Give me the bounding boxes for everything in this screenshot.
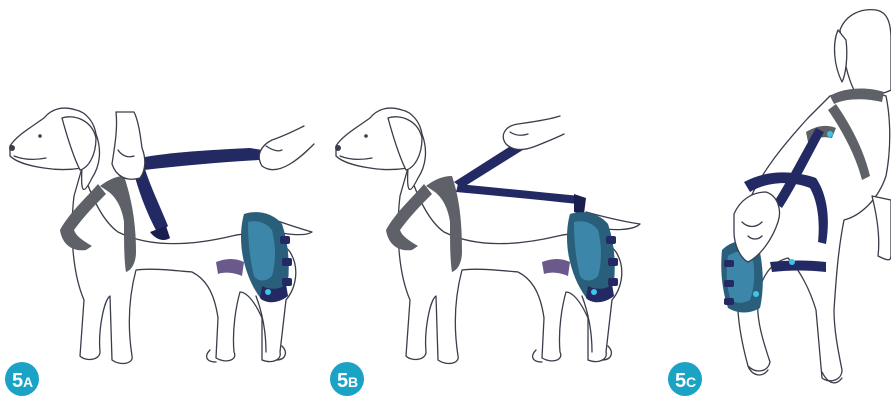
step-letter-5c: C (686, 374, 696, 390)
panel-5b: 5 B (330, 108, 640, 396)
panel-5c: 5 C (668, 10, 891, 396)
step-number-5a: 5 (12, 370, 23, 392)
hand-5b (503, 116, 564, 150)
step-badge-5c: 5 C (668, 362, 702, 396)
step-number-5c: 5 (675, 370, 686, 392)
step-badge-5a: 5 A (5, 362, 39, 396)
lead-strap-5b (454, 140, 586, 214)
hand-right-5a (259, 126, 314, 170)
hand-left-5a (112, 112, 145, 179)
step-badge-5b: 5 B (330, 362, 364, 396)
step-number-5b: 5 (337, 370, 348, 392)
panel-5a: 5 A (5, 108, 314, 396)
step-letter-5a: A (23, 374, 33, 390)
step-letter-5b: B (348, 374, 358, 390)
